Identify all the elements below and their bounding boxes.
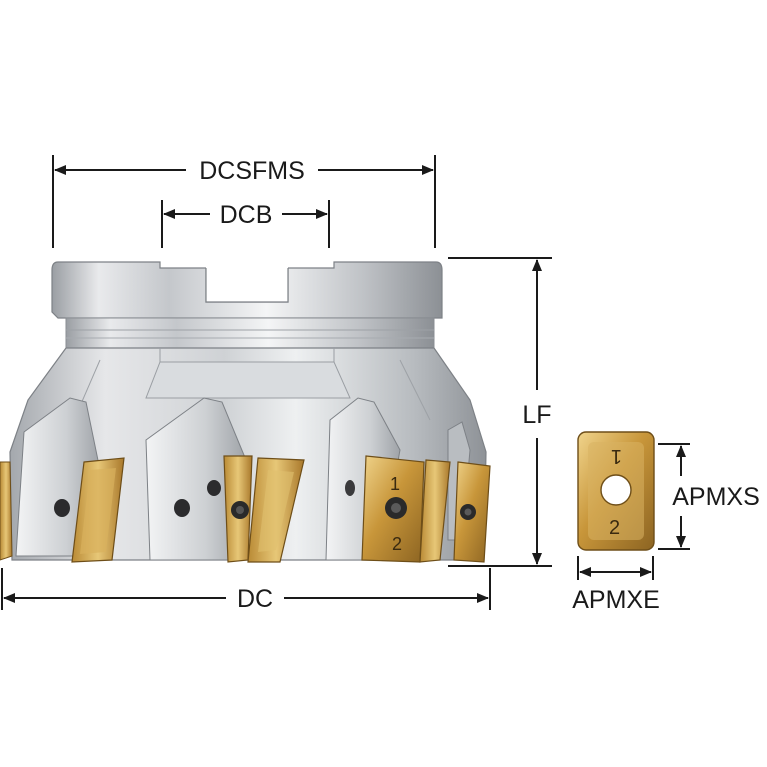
label-dc: DC (237, 585, 273, 613)
label-lf: LF (522, 401, 551, 429)
coolant-hole-2 (174, 499, 190, 517)
insert-d-mark-top: 1 (390, 474, 400, 494)
label-apmxs: APMXS (672, 483, 760, 511)
insert-d-mark-bottom: 2 (392, 534, 402, 554)
body-neck (65, 317, 435, 349)
label-apmxe: APMXE (572, 586, 660, 614)
key-slot (206, 262, 288, 302)
label-dcb: DCB (220, 201, 273, 229)
standalone-insert: 1 2 (577, 431, 655, 551)
insert-detail-hole (600, 474, 632, 506)
dimension-labels: DCSFMS DCB LF DC APMXS APMXE (199, 157, 760, 614)
cutter-inserts: 1 2 (0, 455, 491, 563)
coolant-hole-4 (345, 480, 355, 496)
coolant-hole-1 (54, 499, 70, 517)
coolant-hole-3 (207, 480, 221, 496)
insert-e (419, 459, 451, 563)
insert-detail-mark-bottom: 2 (609, 517, 620, 539)
dimension-lines (1, 155, 690, 610)
insert-edge-left (0, 461, 13, 561)
label-dcsfms: DCSFMS (199, 157, 305, 185)
insert-detail-mark-top: 1 (611, 445, 622, 467)
